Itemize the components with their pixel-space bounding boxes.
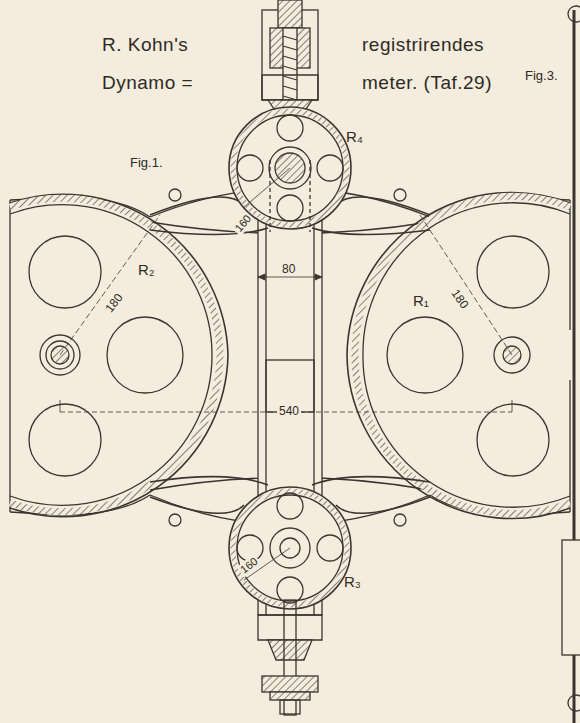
figure-label: Fig.3. — [523, 68, 560, 83]
dimension-label: 540 — [277, 404, 301, 418]
wheel-label: R₂ — [136, 261, 157, 278]
title-text: R. Kohn's — [100, 34, 190, 55]
title-text: registrirendes — [360, 34, 486, 55]
pulley-label: R₄ — [344, 128, 365, 145]
dimension-label: 180 — [447, 285, 472, 313]
figure-label: Fig.1. — [128, 155, 165, 170]
title-text: Dynamo = — [100, 72, 195, 93]
pulley-label: R₃ — [342, 573, 363, 590]
dimension-label: 180 — [101, 289, 127, 317]
title-text: meter. (Taf.29) — [360, 72, 494, 93]
wheel-label: R₁ — [411, 292, 431, 309]
dimension-label: 80 — [280, 262, 297, 276]
